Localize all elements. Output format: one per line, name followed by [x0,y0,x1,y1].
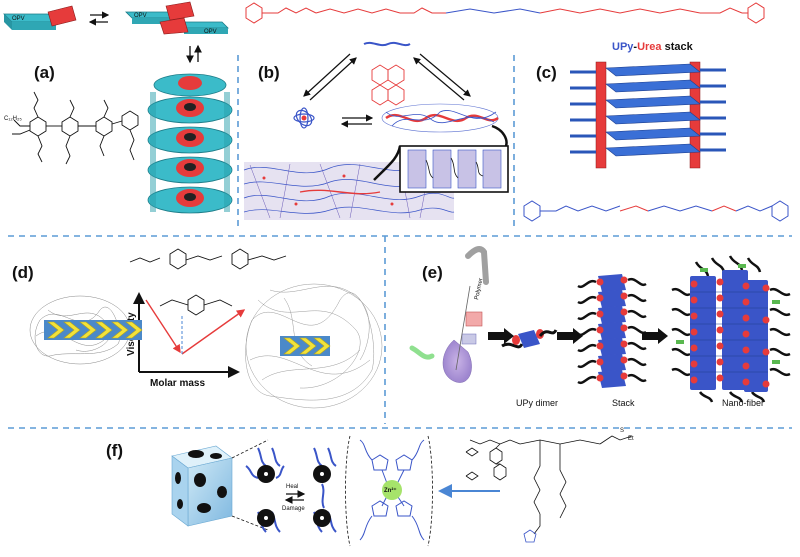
double-arrow-vertical [186,44,202,64]
panel-a: OPV OPV OPV (a) [3,1,233,214]
zn-complex: Zn²⁺ [345,435,433,547]
chevron-fiber-long [280,336,331,356]
svg-text:C₁₂H₂₅: C₁₂H₂₅ [4,116,22,122]
panel-e: (e) Polymer [409,246,791,408]
zn-ion-label: Zn²⁺ [384,487,397,494]
heal-label: Heal [286,484,298,490]
panel-label-d: (d) [12,263,34,282]
upy-dimer [501,329,558,349]
viscosity-curve [145,299,246,355]
stage-label-stack: Stack [612,398,635,408]
damaged-particles [245,447,285,533]
panel-label-a: (a) [34,63,55,82]
heal-damage-arrows [284,490,306,504]
opv-helix [147,73,233,214]
polymer-tag: Polymer [474,278,484,301]
damage-label: Damage [282,506,305,512]
panel-dividers [8,55,792,429]
phase-separated-cube [171,445,233,527]
bis-urea-structure [129,248,287,316]
opv-dimer: OPV OPV [125,1,229,35]
upy-urea-stack [570,61,726,169]
panel-b: (b) [243,41,509,220]
thio-group-et: Et [628,436,634,442]
opv-label-bottom: OPV [204,29,217,35]
viscosity-axes [133,292,240,378]
upy-stack [577,274,647,388]
single-chain-particle [293,107,315,129]
chevron-fiber-short [44,320,143,340]
opv-label-left: OPV [12,16,25,22]
nano-fiber [671,255,791,403]
upy-polymer-schematic: Polymer [409,246,489,383]
panel-label-b: (b) [258,63,280,82]
central-crosslinker [371,64,405,106]
stack-title-rest: stack [662,41,694,53]
healed-particles [313,447,337,533]
upy-urea-molecule [523,200,789,222]
stage-label-upy-dimer: UPy dimer [516,398,558,408]
process-arrows-e [488,328,668,344]
panel-f: (f) [106,428,634,547]
imidazole-copolymer-structure [465,435,633,543]
single-chain [363,41,411,47]
stack-title-upy: UPy [612,41,634,53]
opv-unit-left: OPV [3,5,77,30]
equilibrium-triangle [303,53,471,128]
panel-label-f: (f) [106,441,123,460]
equilibrium-arrows-a [88,11,110,26]
panel-c: (c) UPy-Urea stack [523,41,789,222]
stack-title: UPy-Urea stack [612,41,694,53]
zoom-line-upper [231,439,269,459]
panel-d: (d) Viscosity Molar mass [12,248,383,409]
opv-label-top: OPV [134,13,147,19]
fibrillar-aggregate [381,103,499,133]
thio-group-s: S [620,428,624,434]
upy-urea-macromonomer [245,2,765,24]
stack-title-urea: Urea [637,41,662,53]
stack-title-sep: - [633,41,637,53]
opv-molecule-structure: C₁₂H₂₅ [4,91,139,165]
fibril-inset [373,124,509,193]
stage-label-nano-fiber: Nano-fiber [722,398,764,408]
axis-label-molar-mass: Molar mass [150,378,205,389]
panel-label-c: (c) [536,63,557,82]
panel-label-e: (e) [422,263,443,282]
